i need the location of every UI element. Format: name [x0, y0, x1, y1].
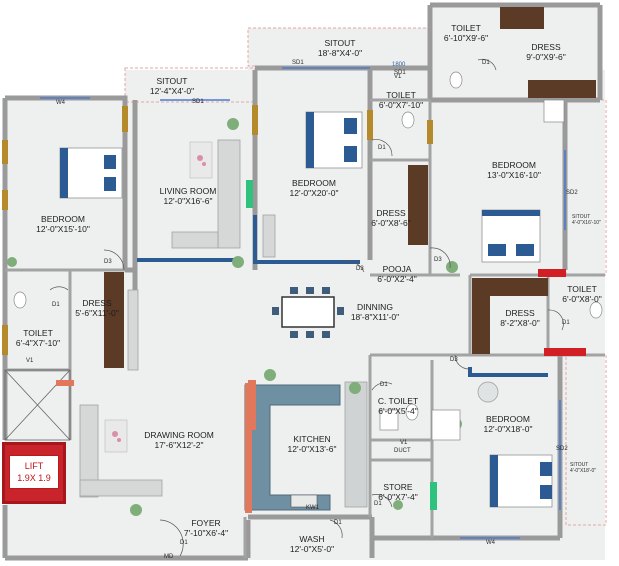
room-label-dress-right: DRESS 8'-2"X8'-0" — [500, 308, 540, 328]
door-tag-d1-d: D1 — [562, 320, 570, 326]
door-frames — [2, 105, 433, 355]
room-label-bedroom-center: BEDROOM 12'-0"X20'-0" — [289, 178, 339, 198]
room-label-kitchen: KITCHEN 12'-0"X13'-6" — [287, 434, 337, 454]
door-tag-d1-b: D1 — [378, 145, 386, 151]
room-label-bedroom-bottom: BEDROOM 12'-0"X18'-0" — [483, 414, 533, 434]
room-label-dinning: DINNING 18'-8"X11'-0" — [350, 302, 400, 322]
rug-flowers — [112, 155, 206, 442]
room-label-sitout-top: SITOUT 18'-8"X4'-0" — [317, 38, 363, 58]
sitout-note-right-bottom: SITOUT 4'-0"X18'-0" — [570, 462, 597, 474]
room-label-pooja: POOJA 6'-0"X2'-4" — [377, 264, 417, 284]
wardrobes — [104, 7, 596, 368]
window-tag-kw1: KW1 — [306, 505, 320, 511]
room-label-wash: WASH 12'-0"X5'-0" — [289, 534, 335, 554]
vent-tag-v1-c: V1 — [400, 440, 408, 446]
sofa-pieces — [79, 139, 276, 498]
room-label-toilet-left: TOILET 6'-4"X7'-10" — [15, 328, 61, 348]
room-label-foyer: FOYER 7'-10"X6'-4" — [183, 518, 229, 538]
room-label-dress-left: DRESS 5'-6"X11'-0" — [75, 298, 119, 318]
door-tag-d1-g: D1 — [334, 520, 342, 526]
door-tag-sd1-c: SD1 — [394, 70, 406, 76]
room-label-dress-top: DRESS 9'-0"X9'-6" — [526, 42, 566, 62]
room-label-drawing: DRAWING ROOM 17'-6"X12'-2" — [144, 430, 214, 450]
door-tag-d1-a: D1 — [482, 60, 490, 66]
accents — [56, 180, 586, 510]
inner-walls — [5, 98, 605, 558]
lift-label: LIFT 1.9X 1.9 — [9, 455, 59, 489]
door-tag-sd2-b: SD2 — [556, 446, 568, 452]
door-tag-md: MD — [164, 554, 174, 560]
lift-block: LIFT 1.9X 1.9 — [2, 442, 66, 504]
room-label-c-toilet: C. TOILET 6'-0"X5'-4" — [377, 396, 419, 416]
window-tag-w4-bottom: W4 — [486, 540, 495, 546]
dining-table — [272, 287, 344, 338]
beds — [59, 111, 553, 508]
room-label-bedroom-right: BEDROOM 13'-0"X16'-10" — [487, 160, 541, 180]
door-tag-d1-h: D1 — [180, 540, 188, 546]
dimension-1800: 1800 — [392, 62, 406, 68]
vent-tag-v1-b: V1 — [26, 358, 34, 364]
room-label-toilet-mid: TOILET 6'-0"X7'-10" — [378, 90, 424, 110]
room-label-living: LIVING ROOM 12'-0"X16'-6" — [159, 186, 217, 206]
kitchen-counter — [244, 381, 368, 513]
window-tag-w4-top: W4 — [56, 100, 65, 106]
door-tag-d3-a: D3 — [104, 259, 112, 265]
round-table — [477, 381, 499, 403]
door-tag-d3-d: D3 — [450, 357, 458, 363]
room-label-toilet-right: TOILET 6'-0"X8'-0" — [562, 284, 602, 304]
duct-tag: DUCT — [394, 448, 411, 454]
door-tag-sd2-a: SD2 — [566, 190, 578, 196]
room-label-toilet-top: TOILET 6'-10"X9'-6" — [443, 23, 489, 43]
door-tag-d3-b: D3 — [356, 266, 364, 272]
door-tag-sd1-b: SD1 — [192, 99, 204, 105]
door-tag-d1-c: D1 — [52, 302, 60, 308]
room-label-bedroom-left: BEDROOM 12'-0"X15'-10" — [36, 214, 90, 234]
toilet-fixtures — [13, 71, 603, 441]
counters — [137, 215, 548, 377]
vent-tag-v1-a: V1 — [394, 74, 402, 80]
door-tag-d3-c: D3 — [434, 257, 442, 263]
windows — [40, 67, 566, 539]
room-label-store: STORE 6'-0"X7'-4" — [378, 482, 418, 502]
door-tag-d1-f: D1 — [374, 501, 382, 507]
room-label-dress-center: DRESS 6'-0"X8'-6" — [371, 208, 411, 228]
door-swings — [49, 59, 564, 557]
sitout-note-right-top: SITOUT 4'-0"X16'-10" — [572, 214, 601, 226]
door-tag-d1-e: D1 — [380, 382, 388, 388]
room-label-sitout-mid: SITOUT 12'-4"X4'-0" — [149, 76, 195, 96]
door-tag-sd1-a: SD1 — [292, 60, 304, 66]
